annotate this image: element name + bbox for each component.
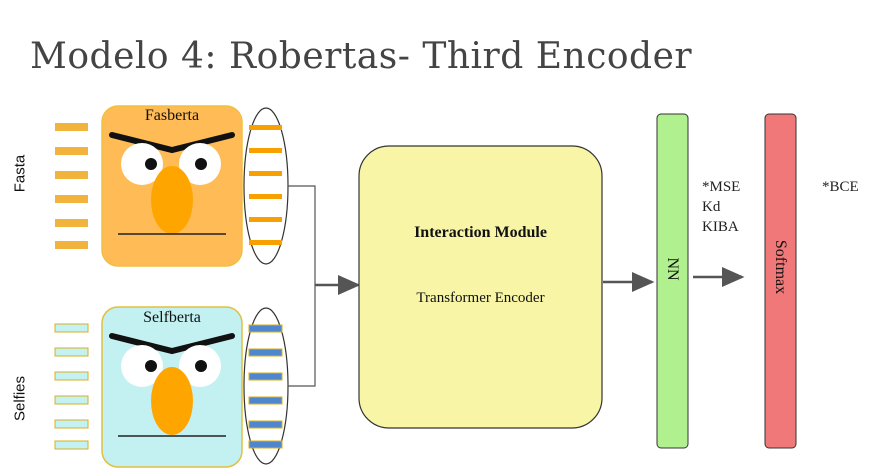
selfberta-eyebrow (109, 333, 235, 355)
selfberta-output-embeddings (243, 307, 289, 465)
bracket-line (288, 185, 316, 387)
softmax-label: Softmax (772, 239, 789, 295)
fasberta-output-token (249, 171, 282, 176)
fasta-token-bar (55, 219, 88, 227)
fasta-token-bar (55, 171, 88, 179)
interaction-module-box (358, 145, 603, 429)
selfberta-output-token (248, 372, 283, 381)
selfies-token-bar (54, 371, 89, 381)
selfberta-left-eye (121, 345, 163, 387)
loss-notes: *MSE Kd KIBA (702, 177, 740, 237)
selfies-token-bar (54, 347, 89, 357)
selfberta-output-token (248, 396, 283, 405)
selfberta-output-token (248, 420, 283, 429)
selfies-label: Selfies (11, 375, 29, 422)
selfberta-right-pupil (195, 360, 207, 372)
fasberta-output-token (249, 240, 282, 245)
fasta-input-tokens (55, 123, 88, 249)
selfies-token-bar (54, 395, 89, 405)
loss-bce: *BCE (822, 179, 859, 195)
loss-kd: Kd (702, 199, 721, 215)
selfies-input-tokens (54, 323, 89, 450)
loss-kiba: KIBA (702, 219, 739, 235)
fasberta-eyebrow (109, 132, 235, 154)
fasta-label: Fasta (11, 154, 29, 193)
fasberta-output-token (249, 217, 282, 222)
selfberta-encoder (101, 306, 243, 468)
fasberta-left-eye (121, 143, 163, 185)
fasta-token-bar (55, 147, 88, 155)
fasta-token-bar (55, 123, 88, 131)
fasberta-left-pupil (145, 158, 157, 170)
fasberta-output-token (249, 148, 282, 153)
selfberta-name: Selfberta (143, 309, 201, 326)
nn-box (656, 113, 689, 449)
selfberta-output-token (248, 324, 283, 333)
loss-mse: *MSE (702, 179, 741, 195)
fasberta-beak (151, 166, 193, 234)
fasberta-name: Fasberta (144, 107, 200, 124)
selfberta-output-token (248, 348, 283, 357)
interaction-module-subtitle: Transformer Encoder (416, 290, 545, 306)
fasberta-right-pupil (195, 158, 207, 170)
selfies-token-bar (54, 323, 89, 333)
fasta-token-bar (55, 241, 88, 249)
selfies-token-bar (54, 419, 89, 429)
fasberta-output-token (249, 125, 282, 130)
fasberta-output-embeddings (243, 107, 289, 265)
fasberta-output-token (249, 194, 282, 199)
softmax-box (764, 113, 797, 449)
selfberta-beak (151, 367, 193, 435)
merge-connector (288, 185, 361, 387)
selfberta-left-pupil (145, 360, 157, 372)
slide-title: Modelo 4: Robertas- Third Encoder (30, 36, 693, 77)
selfies-token-bar (54, 440, 89, 450)
interaction-module-title: Interaction Module (414, 224, 547, 241)
fasta-token-bar (55, 195, 88, 203)
selfberta-output-token (248, 440, 283, 449)
fasberta-encoder (101, 105, 243, 267)
nn-label: NN (664, 257, 681, 281)
